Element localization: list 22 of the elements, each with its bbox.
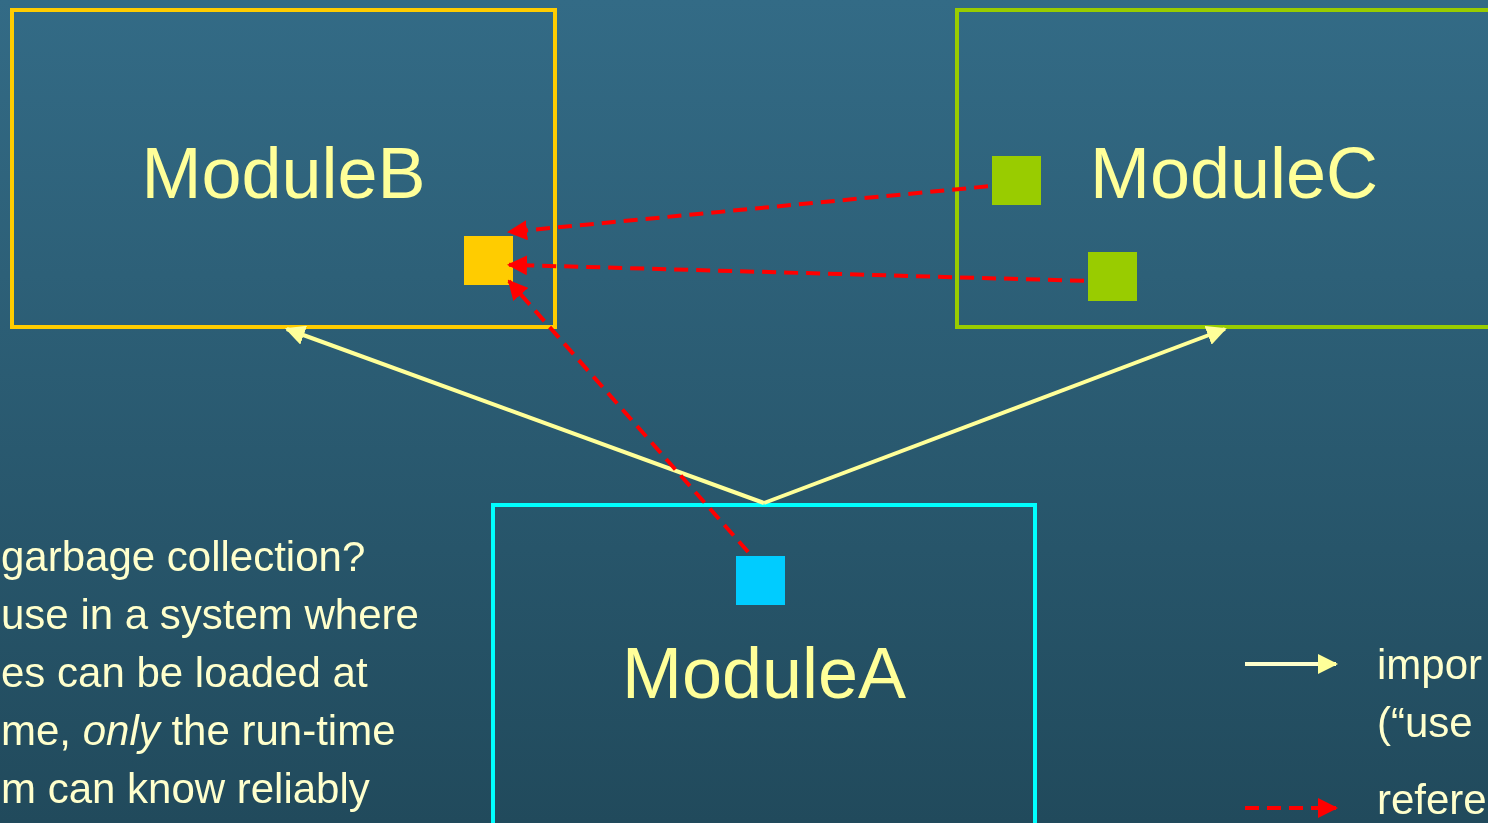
body-text: me, only the run-time <box>0 707 396 755</box>
module-name: ModuleC <box>1088 132 1380 214</box>
body-text: garbage collection? <box>0 533 366 581</box>
arrow <box>507 279 750 554</box>
module-box <box>955 8 1488 329</box>
legend-text: impor (“use <box>1377 640 1484 748</box>
module-name: ModuleB <box>140 132 427 214</box>
body-text: es can be loaded at <box>0 649 368 697</box>
module-box <box>10 8 557 329</box>
small-square <box>464 236 513 285</box>
arrow <box>284 325 765 505</box>
small-square <box>992 156 1041 205</box>
arrow <box>507 255 1085 283</box>
body-text: m can know reliably <box>0 765 370 813</box>
arrow <box>507 184 989 241</box>
small-square <box>736 556 785 605</box>
arrow <box>763 326 1227 505</box>
module-box <box>491 503 1037 823</box>
legend-text: refere <box>1377 775 1488 823</box>
body-text: use in a system where <box>0 591 419 639</box>
small-square <box>1088 252 1137 301</box>
module-name: ModuleA <box>620 632 908 714</box>
